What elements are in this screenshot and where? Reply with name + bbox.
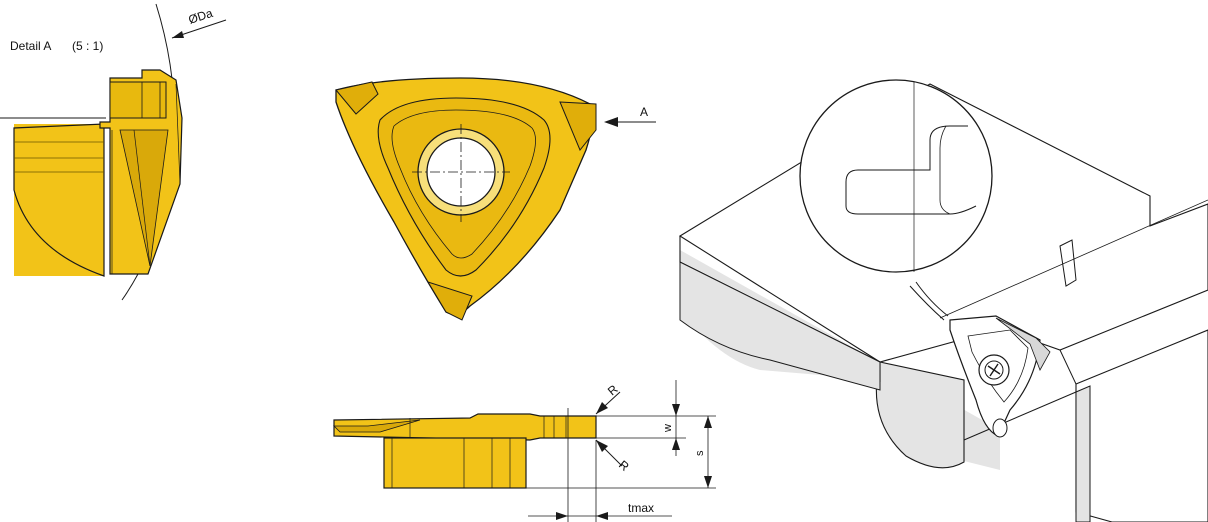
groove-line xyxy=(939,199,1208,319)
corner-right xyxy=(559,101,597,151)
holder-top-edge xyxy=(963,391,1077,441)
detail-scale: (5 : 1) xyxy=(72,39,103,53)
detail-right-edge xyxy=(175,83,181,185)
detail-bevel-face xyxy=(119,129,169,267)
corner-top-left xyxy=(335,81,379,115)
magnified-groove-bottom xyxy=(845,169,977,215)
workpiece-left-shade xyxy=(679,261,881,391)
depth-arrowhead-left xyxy=(556,512,568,520)
side-view: R R w s tmax xyxy=(333,380,716,522)
diameter-label: ØDa xyxy=(187,6,215,27)
depth-label: tmax xyxy=(628,501,654,515)
isometric-view xyxy=(678,79,1208,522)
depth-arrowhead-right xyxy=(596,512,608,520)
holder-block xyxy=(1075,329,1208,522)
workpiece-cylinder-end xyxy=(875,361,965,469)
insert-inner-edge xyxy=(391,109,536,259)
magnifier-leader xyxy=(915,281,949,317)
width-label: w xyxy=(662,424,674,433)
corner-bottom xyxy=(426,281,473,321)
groove-mark xyxy=(1059,239,1077,287)
detail-body xyxy=(13,123,105,277)
detail-title: Detail A xyxy=(10,39,51,53)
front-view: A xyxy=(335,77,656,321)
side-body xyxy=(383,437,527,489)
magnifier-leader-2 xyxy=(909,285,945,321)
detail-a-view: Detail A (5 : 1) ØDa xyxy=(0,3,227,301)
detail-bevel-line xyxy=(133,129,151,267)
side-plate-bevel xyxy=(333,419,421,433)
thickness-arrowhead-bottom xyxy=(704,476,712,488)
radius-label-bottom: R xyxy=(616,458,632,475)
view-arrow-label: A xyxy=(640,105,648,119)
diameter-arrowhead xyxy=(172,31,184,38)
torx-star-icon xyxy=(987,363,1001,377)
mounted-insert-face xyxy=(967,329,1029,403)
thickness-arrowhead-top xyxy=(704,416,712,428)
detail-tip-block xyxy=(109,81,167,119)
holder-block-side xyxy=(1075,385,1091,522)
holder-corner-edge xyxy=(1059,349,1077,385)
radius-label-top: R xyxy=(605,382,621,399)
width-arrowhead-bottom xyxy=(672,438,680,450)
magnified-groove-top xyxy=(858,125,968,171)
view-arrowhead xyxy=(604,117,618,127)
insert-lower-tip xyxy=(992,418,1008,438)
magnified-groove-edge xyxy=(939,125,951,215)
radius-arrowhead-bottom xyxy=(596,440,608,452)
radius-arrowhead-top xyxy=(596,402,608,414)
width-arrowhead-top xyxy=(672,404,680,416)
clamp-piece xyxy=(995,317,1051,371)
magnifier-circle xyxy=(799,79,993,273)
thickness-label: s xyxy=(694,450,706,456)
